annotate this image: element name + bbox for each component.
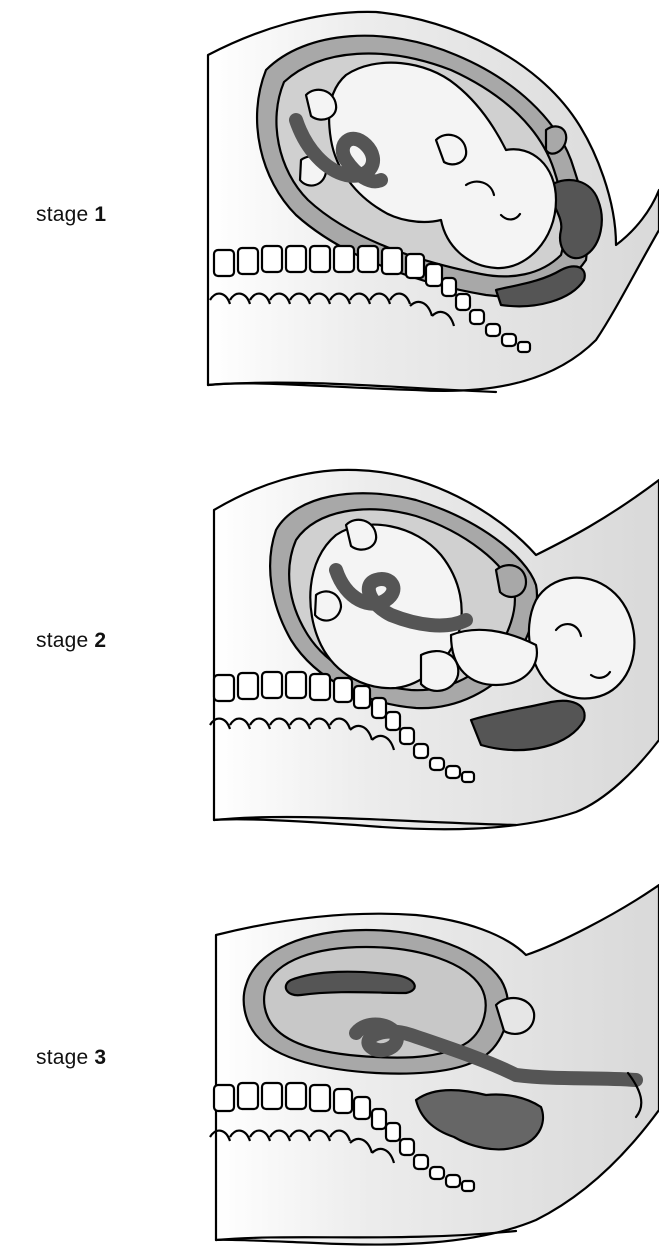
stage-2-illustration [196,440,659,840]
stage-1-number: 1 [94,203,106,226]
stage-3-panel: stage 3 [0,875,659,1251]
stage-2-prefix: stage [36,629,88,652]
stage-2-number: 2 [94,629,106,652]
stage-3-placenta [286,972,415,996]
stage-1-illustration [196,0,659,400]
stage-1-panel: stage 1 [0,0,659,400]
stage-3-illustration [196,875,659,1251]
stage-2-baby-head [529,578,634,699]
stage-1-prefix: stage [36,203,88,226]
stage-2-panel: stage 2 [0,440,659,840]
stage-3-label: stage 3 [36,1046,106,1070]
stage-3-number: 3 [94,1046,106,1069]
stage-2-bladder [496,565,526,597]
stage-2-label: stage 2 [36,629,106,653]
stage-3-prefix: stage [36,1046,88,1069]
stage-1-label: stage 1 [36,203,106,227]
